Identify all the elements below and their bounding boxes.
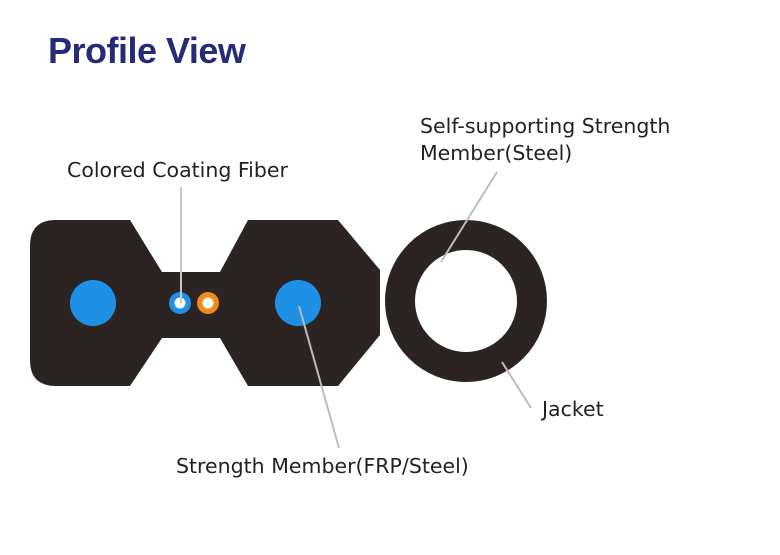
label-jacket: Jacket: [542, 397, 604, 421]
label-self-supporting-line1: Self-supporting Strength: [420, 114, 671, 138]
label-colored-coating-fiber: Colored Coating Fiber: [67, 158, 288, 182]
strength-member-right: [275, 280, 321, 326]
label-strength-member: Strength Member(FRP/Steel): [176, 454, 469, 478]
label-self-supporting-strength-member: Self-supporting Strength Member(Steel): [420, 113, 670, 167]
leader-line-jacket: [501, 361, 532, 409]
leader-line-strength-member: [298, 305, 340, 449]
label-self-supporting-line2: Member(Steel): [420, 141, 573, 165]
messenger-ring: [385, 220, 547, 382]
page-title: Profile View: [48, 30, 246, 71]
fiber-orange-core: [202, 297, 214, 309]
strength-member-left: [70, 280, 116, 326]
leader-line-self-supporting: [440, 171, 498, 263]
